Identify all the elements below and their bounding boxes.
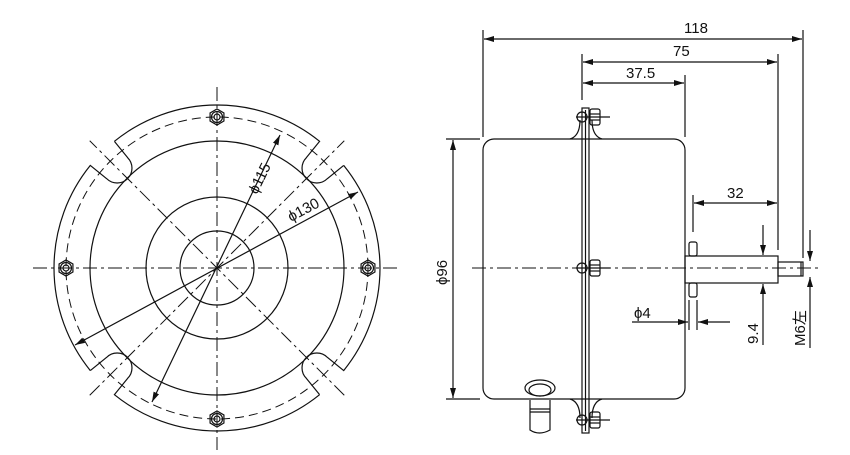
shaft bbox=[684, 255, 779, 284]
pin-top bbox=[688, 241, 698, 257]
pin-bottom bbox=[688, 282, 698, 298]
hex-nut-icon bbox=[360, 259, 376, 277]
threaded-end bbox=[777, 261, 804, 277]
side-view: 118 75 37.5 32 ϕ96 ϕ4 9.4 M6左 bbox=[434, 20, 818, 434]
bolt-nut-icon bbox=[576, 411, 610, 429]
dim-d4: ϕ4 bbox=[634, 305, 651, 322]
bolt-circle bbox=[65, 116, 369, 420]
dim-d96: ϕ96 bbox=[434, 260, 451, 285]
cable-gland-inner bbox=[528, 383, 552, 397]
bolt-nut-icon bbox=[576, 259, 610, 277]
flange-fillets bbox=[569, 119, 603, 419]
dim-118: 118 bbox=[684, 20, 708, 37]
dim-37-5: 37.5 bbox=[626, 65, 655, 82]
mounting-nuts bbox=[58, 108, 376, 428]
dimension-lines bbox=[446, 30, 813, 400]
flange-outline bbox=[53, 104, 381, 432]
d115-label: ϕ115 bbox=[245, 160, 274, 197]
dim-9-4: 9.4 bbox=[745, 323, 762, 344]
flange-plate bbox=[581, 107, 590, 434]
front-view: ϕ115 ϕ130 bbox=[33, 87, 400, 450]
d130-dimension-line bbox=[74, 191, 359, 346]
cable-gland bbox=[529, 400, 551, 434]
hex-nut-icon bbox=[209, 108, 225, 126]
dim-m6-thread: M6左 bbox=[792, 310, 809, 346]
hex-nut-icon bbox=[209, 410, 225, 428]
hex-nut-icon bbox=[58, 259, 74, 277]
dim-75: 75 bbox=[673, 43, 690, 60]
motor-body bbox=[482, 138, 686, 400]
bolt-nut-icon bbox=[576, 108, 610, 126]
dim-32: 32 bbox=[727, 185, 744, 202]
flange-bolts bbox=[576, 108, 610, 429]
